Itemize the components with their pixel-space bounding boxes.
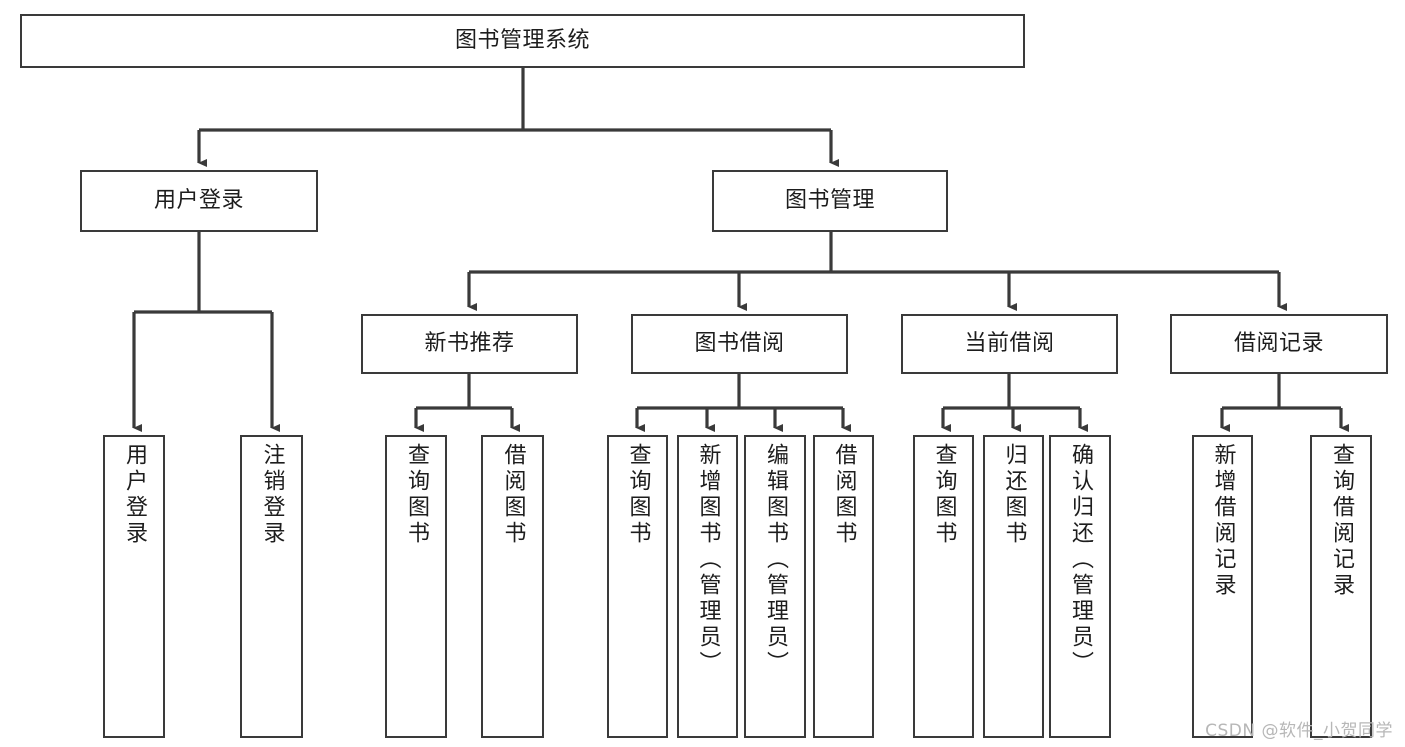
leaf-return-book[interactable]: 归还图书 <box>983 435 1044 738</box>
leaf-borrow-book-recommend-label: 借阅图书 <box>500 443 526 547</box>
node-book-management-label: 图书管理 <box>784 187 875 213</box>
leaf-borrow-book-recommend[interactable]: 借阅图书 <box>481 435 544 738</box>
leaf-confirm-return-admin-label: 确认归还（管理员） <box>1068 443 1093 677</box>
leaf-query-borrow-record[interactable]: 查询借阅记录 <box>1310 435 1372 738</box>
node-root-label: 图书管理系统 <box>454 27 590 53</box>
leaf-query-book-recommend-label: 查询图书 <box>404 443 429 547</box>
node-user-login[interactable]: 用户登录 <box>80 170 318 232</box>
record-connectors <box>1220 374 1349 432</box>
node-new-book-recommend-label: 新书推荐 <box>424 330 515 356</box>
root-connectors <box>197 68 839 167</box>
node-current-borrow-label: 当前借阅 <box>964 330 1055 356</box>
leaf-user-login-label: 用户登录 <box>122 443 147 547</box>
leaf-user-login[interactable]: 用户登录 <box>103 435 165 738</box>
leaf-edit-book-admin-label: 编辑图书（管理员） <box>763 443 788 677</box>
leaf-borrow-book[interactable]: 借阅图书 <box>813 435 874 738</box>
node-root[interactable]: 图书管理系统 <box>20 14 1025 68</box>
node-new-book-recommend[interactable]: 新书推荐 <box>361 314 578 374</box>
leaf-query-book-recommend[interactable]: 查询图书 <box>385 435 447 738</box>
leaf-confirm-return-admin[interactable]: 确认归还（管理员） <box>1049 435 1111 738</box>
node-borrow-record-label: 借阅记录 <box>1233 330 1324 356</box>
leaf-edit-book-admin[interactable]: 编辑图书（管理员） <box>744 435 806 738</box>
leaf-add-borrow-record-label: 新增借阅记录 <box>1210 443 1236 599</box>
csdn-watermark: CSDN @软件_小贺同学 <box>1205 721 1393 741</box>
leaf-borrow-book-label: 借阅图书 <box>831 443 857 547</box>
leaf-logout-label: 注销登录 <box>259 443 285 547</box>
leaf-query-book-current[interactable]: 查询图书 <box>913 435 974 738</box>
leaf-query-borrow-record-label: 查询借阅记录 <box>1329 443 1354 599</box>
newbook-connectors <box>414 374 520 432</box>
leaf-query-book-borrow[interactable]: 查询图书 <box>607 435 668 738</box>
leaf-logout[interactable]: 注销登录 <box>240 435 303 738</box>
leaf-add-book-admin-label: 新增图书（管理员） <box>695 443 721 677</box>
leaf-return-book-label: 归还图书 <box>1001 443 1027 547</box>
leaf-query-book-current-label: 查询图书 <box>931 443 957 547</box>
node-book-borrow[interactable]: 图书借阅 <box>631 314 848 374</box>
node-borrow-record[interactable]: 借阅记录 <box>1170 314 1388 374</box>
current-connectors <box>941 374 1088 432</box>
leaf-add-borrow-record[interactable]: 新增借阅记录 <box>1192 435 1253 738</box>
node-user-login-label: 用户登录 <box>153 187 244 213</box>
bookmgmt-connectors <box>467 232 1287 311</box>
borrow-connectors <box>635 374 851 432</box>
leaf-add-book-admin[interactable]: 新增图书（管理员） <box>677 435 738 738</box>
node-current-borrow[interactable]: 当前借阅 <box>901 314 1118 374</box>
node-book-borrow-label: 图书借阅 <box>694 330 785 356</box>
leaf-query-book-borrow-label: 查询图书 <box>625 443 651 547</box>
node-book-management[interactable]: 图书管理 <box>712 170 948 232</box>
userlogin-connectors <box>132 232 280 432</box>
